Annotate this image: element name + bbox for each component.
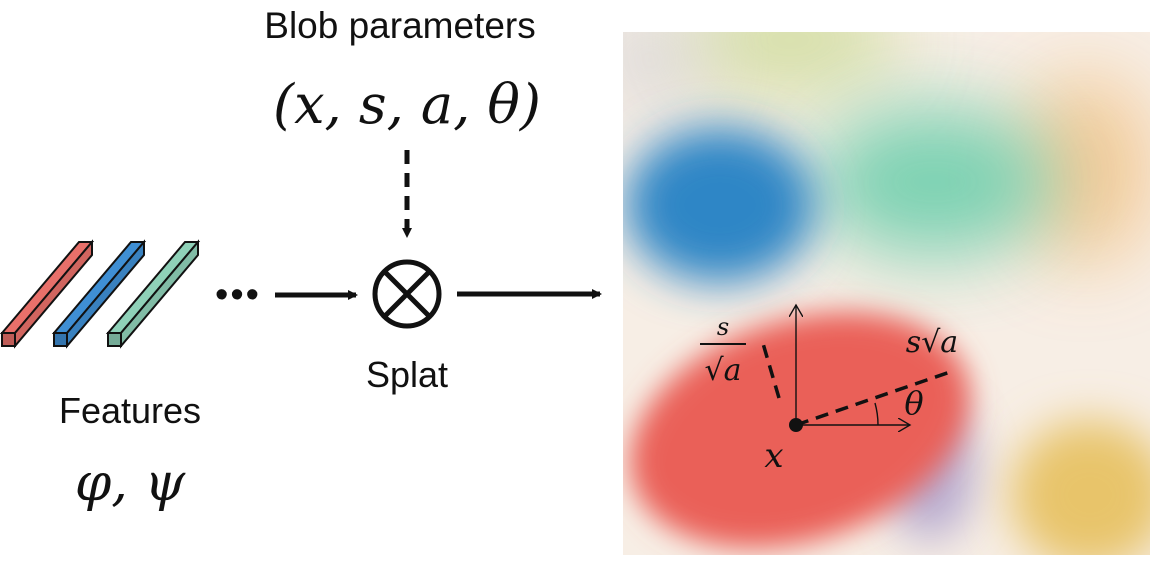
- blob-parameters-title: Blob parameters: [264, 5, 535, 46]
- blob-blue: [625, 127, 815, 283]
- blob-grey: [623, 32, 710, 110]
- splat-label: Splat: [366, 354, 448, 395]
- blob-annotations: s √a s√a θ x: [700, 305, 958, 476]
- center-label: x: [764, 436, 783, 476]
- center-dot: [789, 418, 803, 432]
- minor-axis-denominator: √a: [704, 353, 741, 388]
- minor-axis-dashed: [760, 339, 781, 399]
- angle-arc: [874, 402, 879, 426]
- blob-orange: [1015, 75, 1150, 265]
- feature-bar-green: [105, 239, 201, 349]
- feature-bar-blue: [51, 239, 147, 349]
- ellipsis: •••: [215, 274, 261, 316]
- blob-parameters-math: (x, s, a, θ): [273, 73, 541, 136]
- angle-label: θ: [904, 384, 923, 422]
- blob-lime: [680, 32, 900, 95]
- minor-axis-numerator: s: [717, 313, 729, 341]
- features-math: φ, ψ: [75, 453, 186, 513]
- blob-output-panel: [623, 32, 1150, 555]
- blob-yellow: [1010, 420, 1150, 555]
- blob-green: [815, 107, 1055, 257]
- features-title: Features: [59, 390, 201, 431]
- major-axis-label: s√a: [906, 325, 958, 360]
- feature-vectors: [0, 239, 201, 349]
- major-axis-dashed: [795, 370, 951, 427]
- splat-operator: [372, 259, 442, 329]
- feature-bar-red: [0, 239, 95, 349]
